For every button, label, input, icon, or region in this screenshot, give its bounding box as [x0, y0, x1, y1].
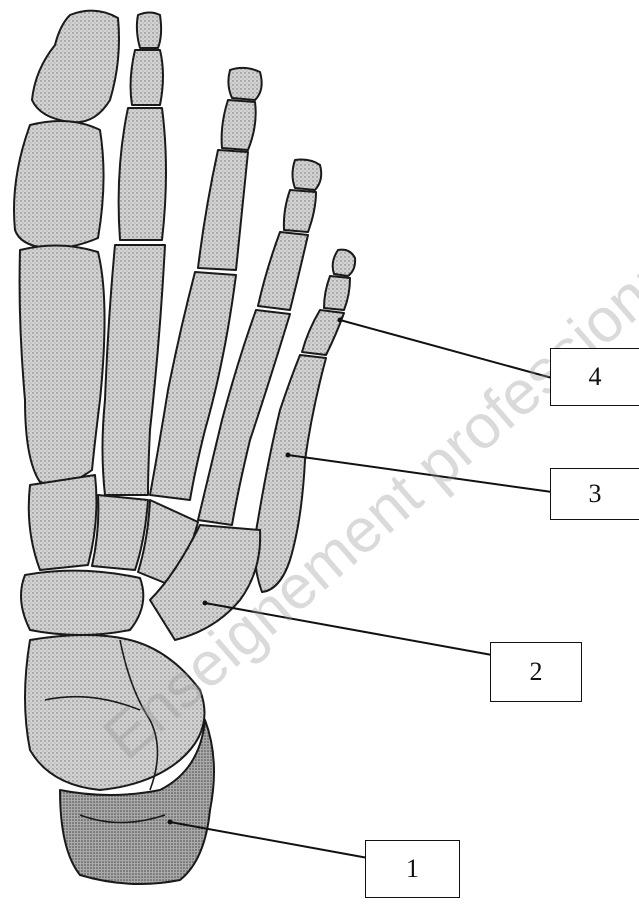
label-box-3: 3 — [550, 468, 639, 520]
label-1-text: 1 — [406, 854, 419, 884]
hallux-proximal-phalanx — [14, 121, 104, 248]
second-toe-distal — [137, 13, 161, 49]
third-toe-middle — [222, 100, 256, 150]
second-metatarsal — [103, 245, 166, 495]
label-box-4: 4 — [550, 348, 639, 406]
leader-line-4 — [340, 320, 552, 378]
leader-line-3 — [288, 455, 552, 492]
label-3-text: 3 — [589, 479, 602, 509]
intermediate-cuneiform — [92, 495, 148, 570]
first-metatarsal — [20, 245, 105, 484]
second-toe-middle — [131, 50, 163, 105]
fifth-toe-middle — [324, 276, 350, 310]
third-toe-proximal — [198, 150, 248, 270]
hallux-distal-phalanx — [32, 11, 119, 123]
talus — [25, 635, 205, 790]
fourth-toe-distal — [293, 160, 322, 190]
leader-line-2 — [205, 603, 492, 655]
navicular — [21, 571, 143, 635]
fourth-toe-proximal — [258, 232, 308, 310]
label-box-1: 1 — [365, 840, 460, 898]
label-4-text: 4 — [589, 362, 602, 392]
medial-cuneiform — [29, 475, 97, 570]
second-toe-proximal — [119, 108, 166, 240]
third-toe-distal — [228, 68, 261, 100]
label-box-2: 2 — [490, 642, 582, 702]
fourth-toe-middle — [284, 190, 316, 232]
fifth-toe-proximal — [302, 310, 344, 355]
label-2-text: 2 — [530, 657, 543, 687]
fifth-toe-distal — [333, 250, 355, 276]
